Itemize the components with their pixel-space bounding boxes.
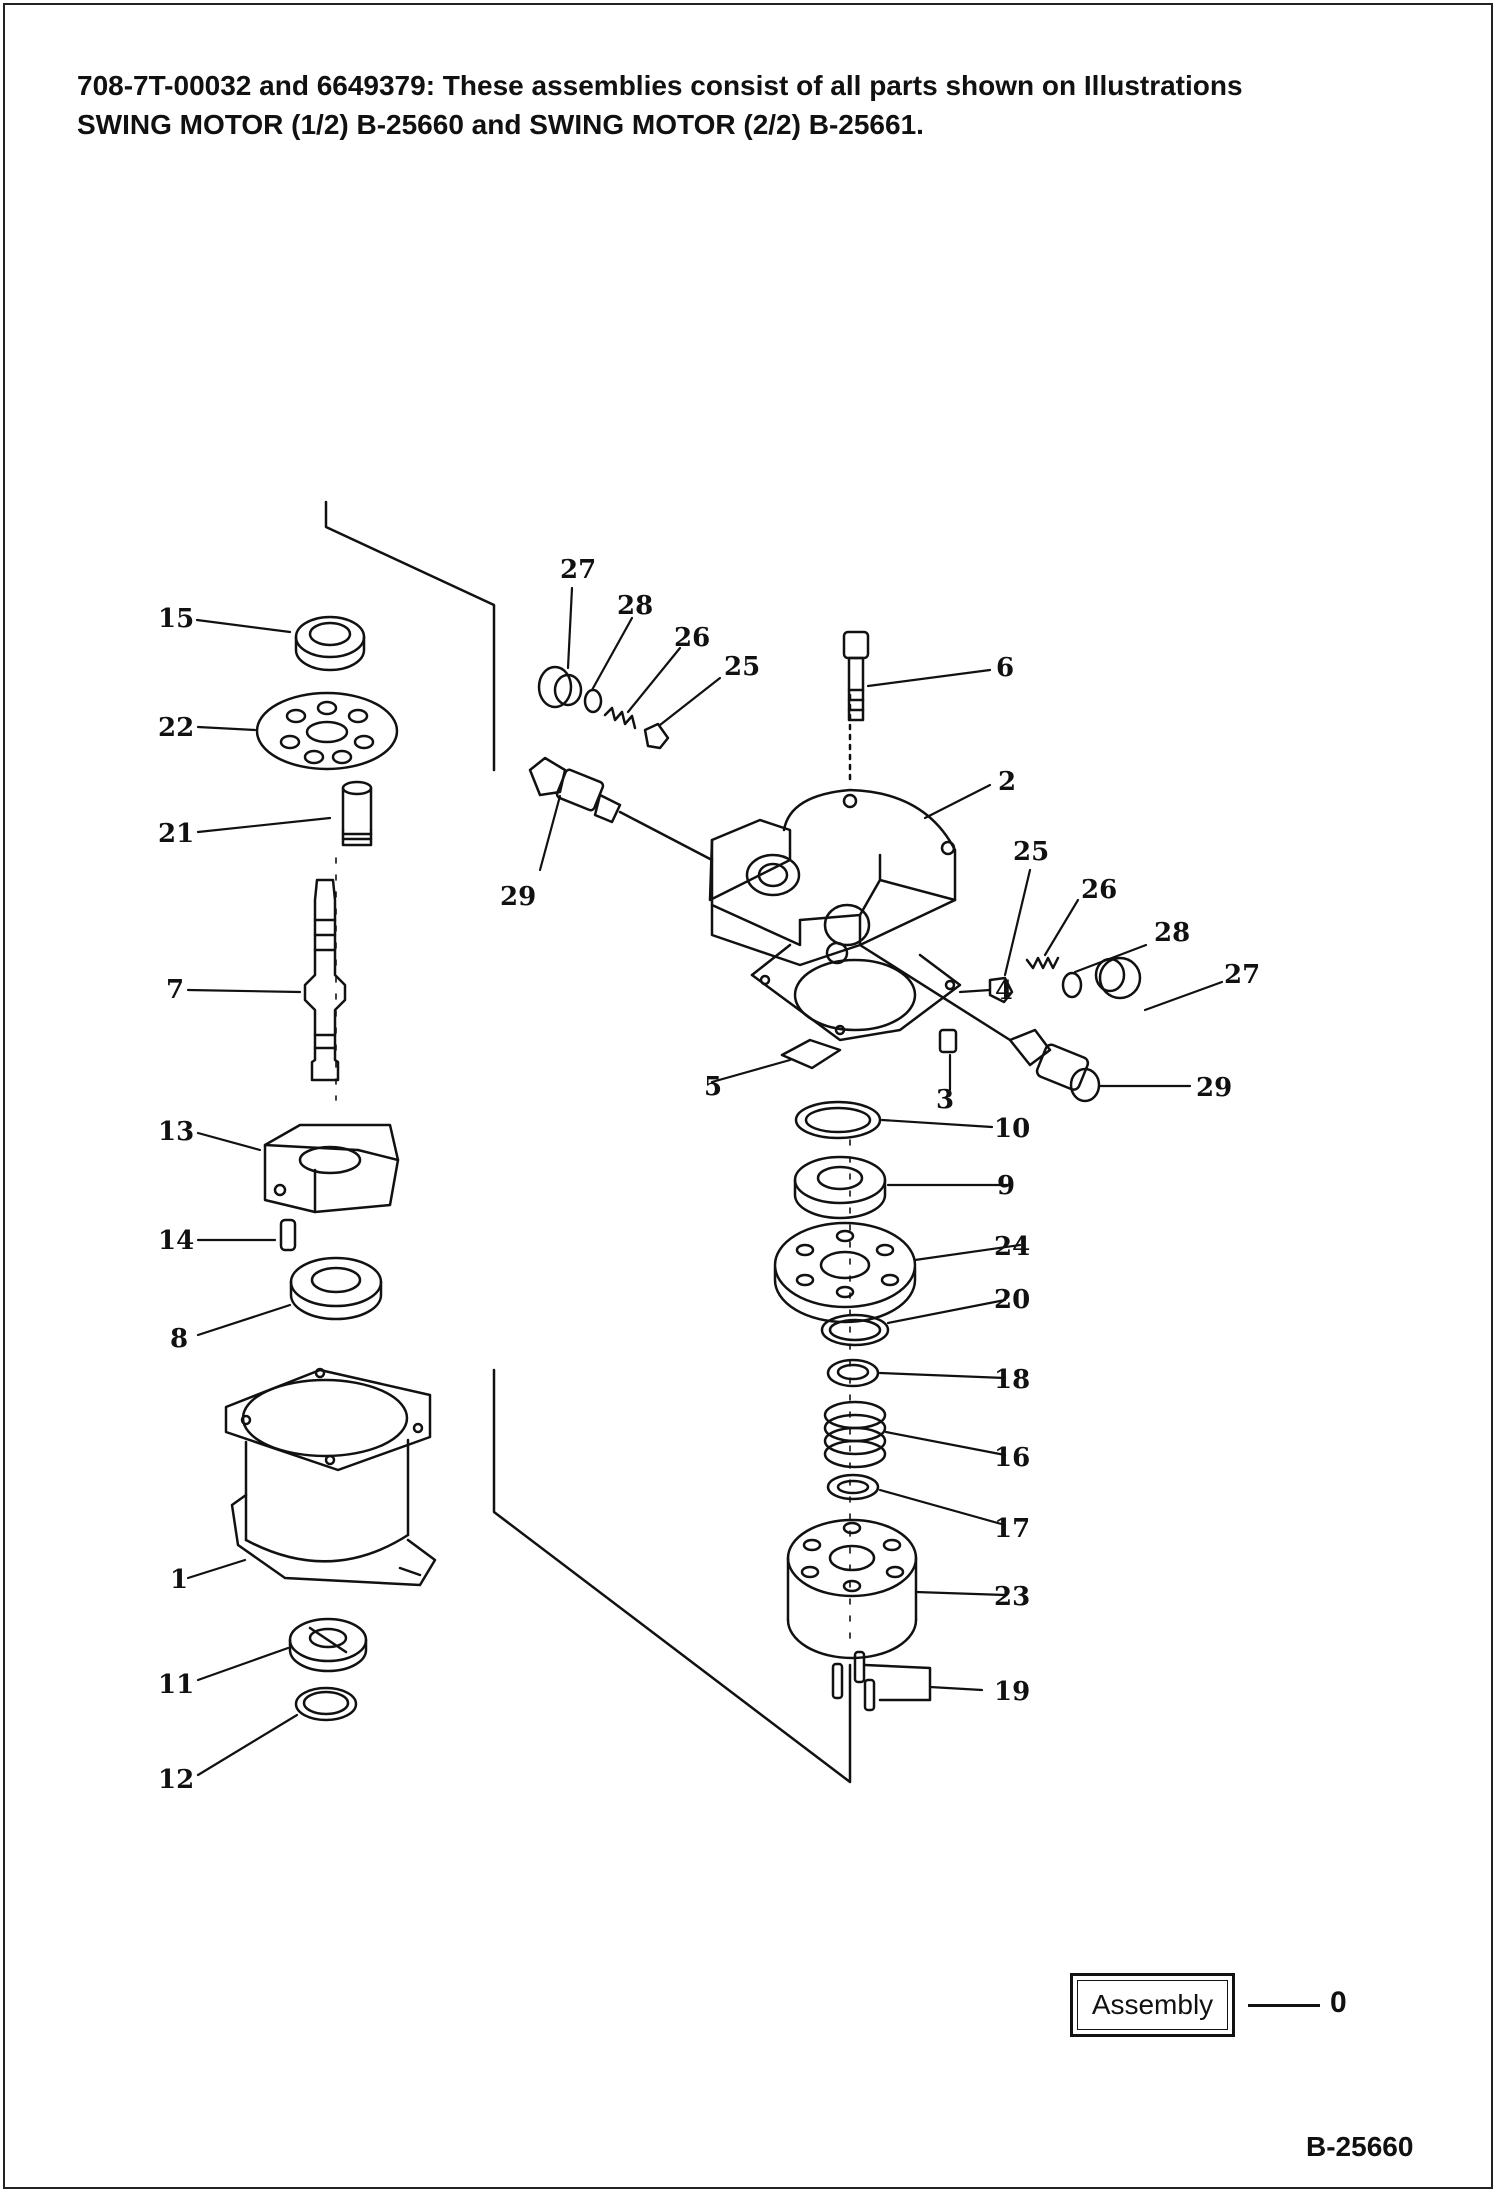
part-14-pin xyxy=(279,1218,297,1252)
header-line-1: 708-7T-00032 and 6649379: These assembli… xyxy=(77,70,1243,101)
callout-3: 3 xyxy=(936,1085,954,1115)
part-24-plate xyxy=(773,1221,917,1324)
part-3-plug xyxy=(938,1028,958,1054)
callout-28-left: 28 xyxy=(617,591,653,621)
part-28-oring-left xyxy=(583,688,603,714)
callout-18: 18 xyxy=(994,1365,1030,1395)
header-note: 708-7T-00032 and 6649379: These assembli… xyxy=(77,66,1437,144)
part-5-plate xyxy=(780,1038,842,1070)
callout-14: 14 xyxy=(158,1226,194,1256)
part-4-gasket xyxy=(750,943,962,1042)
assembly-legend-box: Assembly xyxy=(1070,1973,1235,2037)
callout-19: 19 xyxy=(994,1677,1030,1707)
figure-id: B-25660 xyxy=(1306,2131,1414,2162)
callout-28-right: 28 xyxy=(1154,918,1190,948)
callout-16: 16 xyxy=(994,1443,1030,1473)
part-13-block xyxy=(263,1123,400,1214)
part-25-poppet-right xyxy=(988,976,1014,1004)
callout-29-right: 29 xyxy=(1196,1073,1232,1103)
callout-11: 11 xyxy=(158,1670,194,1700)
part-26-spring-left xyxy=(603,706,637,730)
callout-10: 10 xyxy=(994,1114,1030,1144)
part-22-plate xyxy=(255,691,399,771)
part-10-ring xyxy=(794,1100,882,1140)
callout-27-right: 27 xyxy=(1224,960,1260,990)
callout-25-left: 25 xyxy=(724,652,760,682)
callout-27-left: 27 xyxy=(560,555,596,585)
part-23-cylinder-block xyxy=(786,1518,918,1660)
part-28-oring-right xyxy=(1061,971,1083,999)
part-8-bearing xyxy=(289,1256,383,1321)
callout-26-left: 26 xyxy=(674,623,710,653)
part-29-relief-right xyxy=(858,943,1101,1103)
callout-5: 5 xyxy=(704,1072,722,1102)
page-frame xyxy=(3,3,1493,2189)
callout-6: 6 xyxy=(996,653,1014,683)
callout-25-right: 25 xyxy=(1013,837,1049,867)
callout-9: 9 xyxy=(997,1171,1015,1201)
part-6-bolt xyxy=(842,630,870,722)
callout-12: 12 xyxy=(158,1765,194,1795)
part-16-spring xyxy=(823,1400,887,1469)
header-line-2: SWING MOTOR (1/2) B-25660 and SWING MOTO… xyxy=(77,109,924,140)
part-18-washer xyxy=(826,1358,880,1388)
callout-22: 22 xyxy=(158,713,194,743)
callout-4: 4 xyxy=(995,976,1013,1006)
part-27-plug-left xyxy=(537,665,583,709)
part-19-pins xyxy=(831,1650,932,1712)
assembly-legend-value: 0 xyxy=(1330,1986,1347,2019)
part-9-bearing xyxy=(793,1155,887,1220)
part-20-snap-ring xyxy=(820,1313,890,1347)
callout-2: 2 xyxy=(998,767,1016,797)
part-7-shaft xyxy=(303,878,347,1082)
callout-26-right: 26 xyxy=(1081,875,1117,905)
part-15-bearing xyxy=(294,615,366,672)
callout-15: 15 xyxy=(158,604,194,634)
assembly-legend-label: Assembly xyxy=(1077,1980,1228,2030)
part-12-snap-ring xyxy=(294,1686,358,1722)
callout-labels: 15 22 21 7 13 14 8 1 11 12 27 28 26 25 2… xyxy=(158,555,1260,1795)
callout-23: 23 xyxy=(994,1582,1030,1612)
part-1-case xyxy=(224,1367,437,1587)
part-29-relief-left xyxy=(528,756,714,862)
part-2-valve-block xyxy=(708,788,957,967)
callout-29-left: 29 xyxy=(500,882,536,912)
part-25-poppet-left xyxy=(643,722,670,750)
callout-1: 1 xyxy=(170,1565,188,1595)
part-27-plug-right xyxy=(1094,956,1142,1000)
part-11-bearing xyxy=(288,1617,368,1673)
callout-13: 13 xyxy=(158,1117,194,1147)
part-21-coupling xyxy=(341,780,373,847)
leader-lines xyxy=(186,586,1224,1777)
callout-20: 20 xyxy=(994,1285,1030,1315)
callout-17: 17 xyxy=(994,1514,1030,1544)
assembly-legend-leader xyxy=(1248,2004,1320,2007)
part-26-spring-right xyxy=(1025,956,1060,970)
callout-21: 21 xyxy=(158,819,194,849)
callout-7: 7 xyxy=(166,975,184,1005)
callout-8: 8 xyxy=(170,1324,188,1354)
part-17-washer xyxy=(826,1473,880,1501)
callout-24: 24 xyxy=(994,1232,1030,1262)
